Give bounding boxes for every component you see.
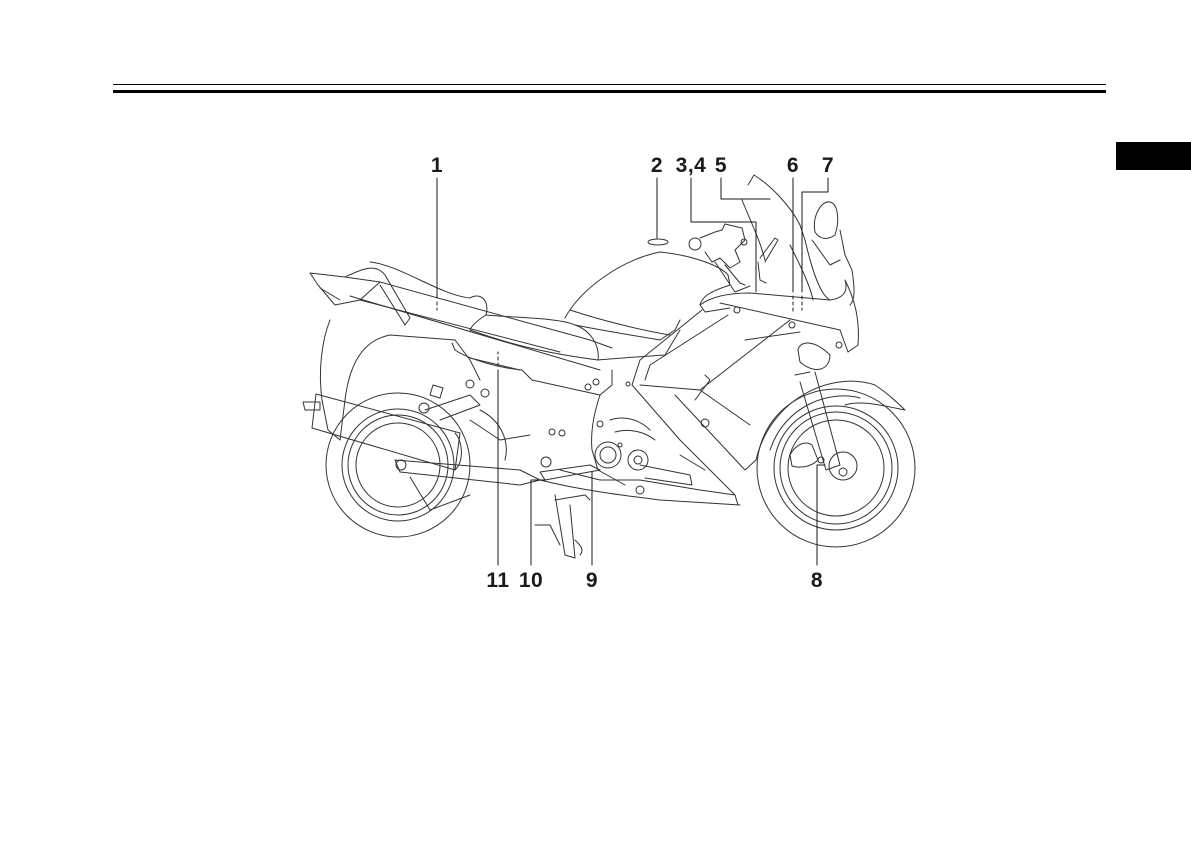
section-tab-marker xyxy=(1116,142,1191,170)
engine xyxy=(584,378,693,486)
fuel-tank xyxy=(564,238,731,361)
callout-6: 6 xyxy=(786,154,800,177)
exhaust-header xyxy=(559,469,736,496)
callout-5: 5 xyxy=(714,154,728,177)
callout-7: 7 xyxy=(821,154,835,177)
leader-lines-top xyxy=(436,177,829,313)
callout-1: 1 xyxy=(430,154,444,177)
mirror xyxy=(813,201,839,239)
callout-8: 8 xyxy=(810,569,824,592)
header-rule-thin xyxy=(113,84,1106,85)
centerstand xyxy=(534,494,591,559)
windshield xyxy=(747,174,831,301)
tail-section xyxy=(309,267,613,371)
shift-pedal xyxy=(539,464,601,481)
front-wheel xyxy=(756,388,916,548)
seat xyxy=(369,261,599,361)
callout-9: 9 xyxy=(585,569,599,592)
leader-lines-bottom xyxy=(497,351,826,566)
front-cowling xyxy=(699,279,859,370)
side-case xyxy=(319,319,481,441)
side-panel xyxy=(451,342,613,396)
rear-wheel xyxy=(325,392,471,538)
lower-fairing xyxy=(631,309,801,506)
front-brake-caliper xyxy=(789,442,819,468)
muffler xyxy=(311,393,462,471)
front-fork xyxy=(794,371,841,471)
callout-2: 2 xyxy=(650,154,664,177)
callout-10: 10 xyxy=(518,569,544,592)
handlebar-controls xyxy=(688,223,779,293)
callout-11: 11 xyxy=(486,569,510,592)
header-rule-thick xyxy=(113,90,1106,93)
callout-3-4: 3,4 xyxy=(675,154,707,177)
swingarm xyxy=(394,459,541,486)
front-fender xyxy=(755,380,906,461)
